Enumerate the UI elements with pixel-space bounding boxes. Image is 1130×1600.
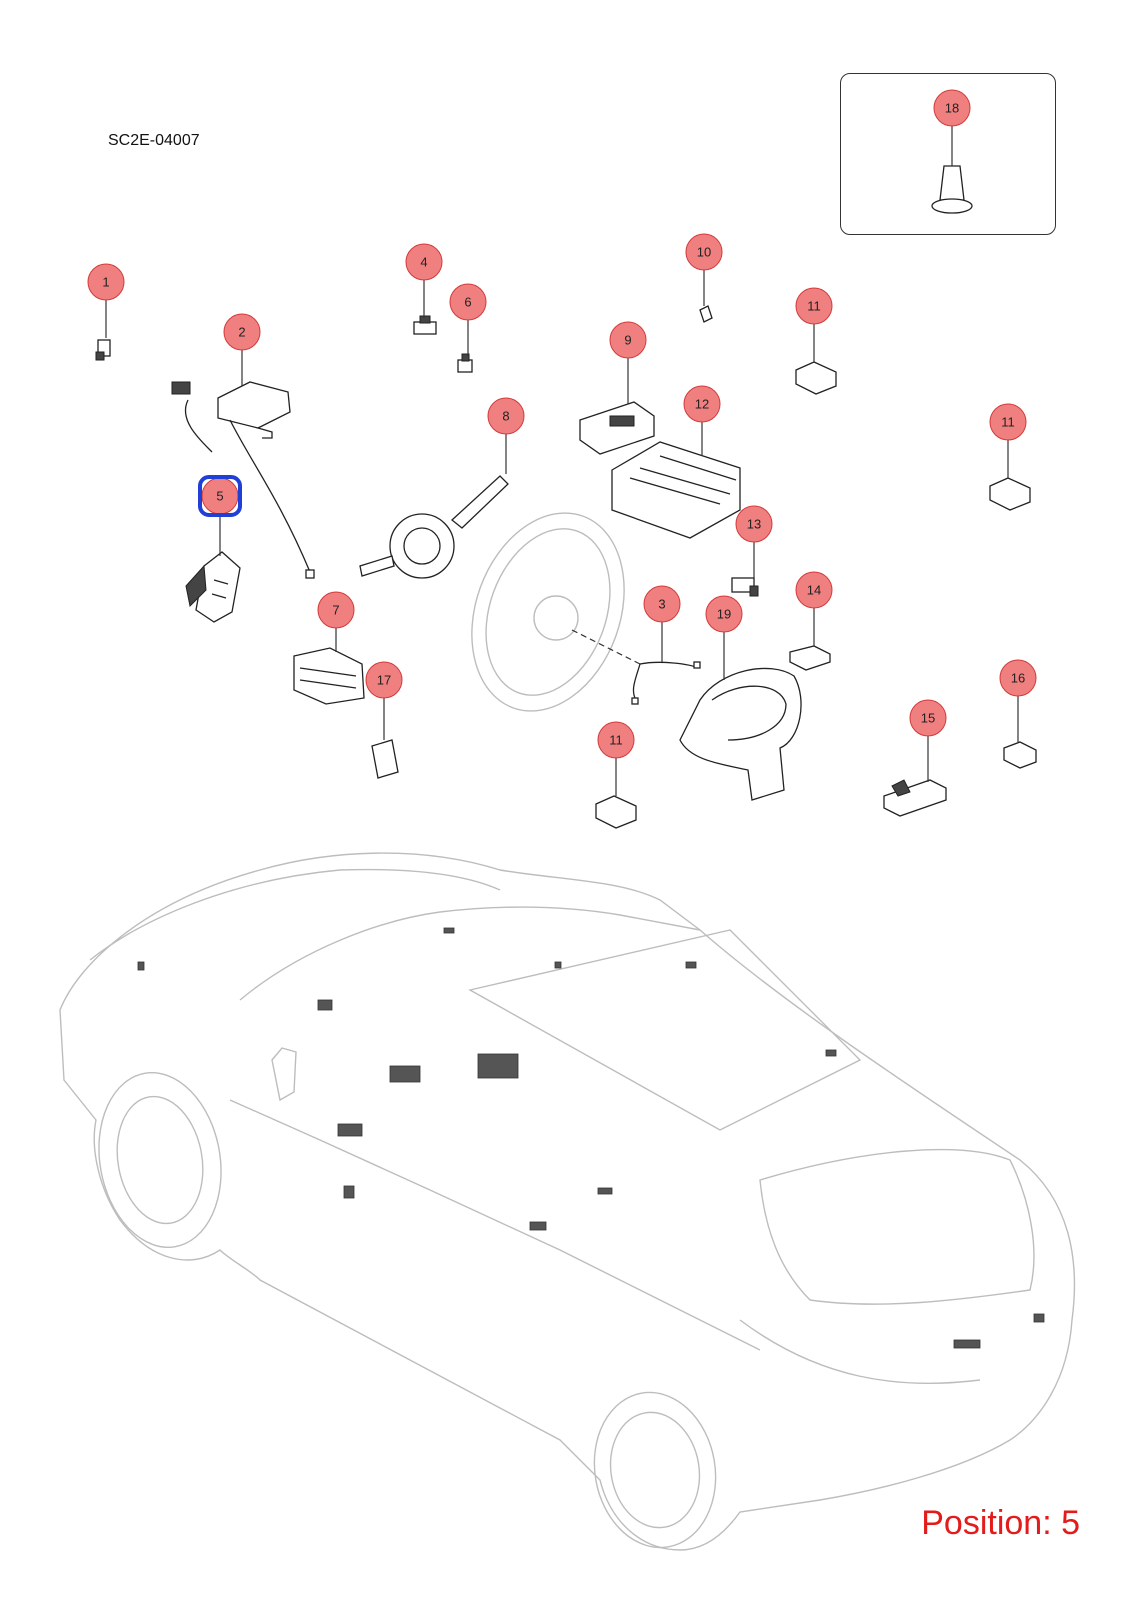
callout-18[interactable]: 18 [933,89,971,127]
part-11c[interactable] [595,795,637,829]
callout-11b[interactable]: 11 [989,403,1027,441]
callout-19[interactable]: 19 [705,595,743,633]
callout-number: 9 [624,333,631,348]
part-10[interactable] [699,305,713,323]
callout-number: 11 [807,299,821,314]
part-16[interactable] [1003,741,1037,769]
part-8[interactable] [359,475,509,579]
part-19[interactable] [679,667,802,801]
callout-number: 10 [697,245,711,260]
part-17[interactable] [371,739,399,779]
part-7[interactable] [293,647,365,705]
leader-lines [105,126,1019,796]
callout-5[interactable]: 5 [198,475,242,517]
selection-highlight [198,475,242,517]
callout-10[interactable]: 10 [685,233,723,271]
callout-3[interactable]: 3 [643,585,681,623]
inset-box [840,73,1056,235]
callout-11a[interactable]: 11 [795,287,833,325]
callout-number: 17 [377,673,391,688]
callout-number: 5 [216,489,223,504]
part-2[interactable] [171,381,315,579]
callout-2[interactable]: 2 [223,313,261,351]
callout-number: 11 [609,733,623,748]
part-6[interactable] [457,353,473,373]
callout-13[interactable]: 13 [735,505,773,543]
callout-9[interactable]: 9 [609,321,647,359]
callout-number: 18 [945,101,959,116]
callout-4[interactable]: 4 [405,243,443,281]
part-11a[interactable] [795,361,837,395]
callout-11c[interactable]: 11 [597,721,635,759]
car-outline [59,852,1076,1551]
callout-number: 8 [502,409,509,424]
part-5[interactable] [185,551,241,623]
callout-number: 14 [807,583,821,598]
callout-number: 1 [102,275,109,290]
part-15[interactable] [883,779,947,817]
steering-wheel [471,512,625,712]
part-11b[interactable] [989,477,1031,511]
callout-number: 11 [1001,415,1015,430]
part-3[interactable] [631,661,701,705]
callout-8[interactable]: 8 [487,397,525,435]
callout-number: 13 [747,517,761,532]
callout-number: 16 [1011,671,1025,686]
callout-1[interactable]: 1 [87,263,125,301]
part-12[interactable] [611,441,741,539]
callout-12[interactable]: 12 [683,385,721,423]
callout-number: 6 [464,295,471,310]
callout-6[interactable]: 6 [449,283,487,321]
position-label: Position: 5 [921,1504,1080,1542]
callout-16[interactable]: 16 [999,659,1037,697]
callout-number: 2 [238,325,245,340]
part-1[interactable] [95,339,111,361]
callout-15[interactable]: 15 [909,699,947,737]
callout-number: 3 [658,597,665,612]
callout-number: 12 [695,397,709,412]
callout-number: 19 [717,607,731,622]
part-18[interactable] [931,165,973,214]
diagram-code: SC2E-04007 [108,132,200,149]
callout-7[interactable]: 7 [317,591,355,629]
part-14[interactable] [789,645,831,671]
callout-number: 4 [420,255,427,270]
callout-number: 15 [921,711,935,726]
part-9[interactable] [579,401,655,455]
callout-number: 7 [332,603,339,618]
callout-17[interactable]: 17 [365,661,403,699]
part-13[interactable] [731,577,759,597]
callout-14[interactable]: 14 [795,571,833,609]
part-4[interactable] [413,315,437,335]
